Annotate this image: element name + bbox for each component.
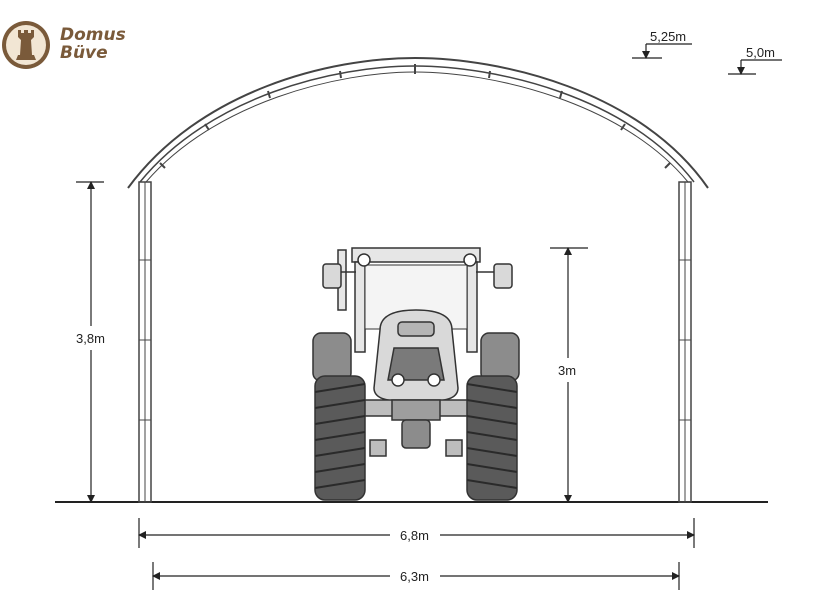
inner-width-dimension <box>152 562 680 590</box>
tractor-height-dimension <box>550 247 588 503</box>
brand-name-line1: Domus <box>60 25 126 45</box>
side-height-label: 3,8m <box>76 331 105 346</box>
hangar-column-right <box>678 181 692 503</box>
outer-width-dimension <box>138 518 695 548</box>
side-height-dimension <box>76 181 104 503</box>
ridge-height-marker <box>728 59 782 75</box>
tractor <box>312 247 520 501</box>
inner-width-label: 6,3m <box>400 569 429 584</box>
brand-name-line2: Büve <box>60 43 108 63</box>
hangar-column-left <box>138 181 152 503</box>
ridge-height-label: 5,0m <box>746 45 775 60</box>
outer-width-label: 6,8m <box>400 528 429 543</box>
brand-logo: Domus Büve <box>2 21 126 69</box>
peak-height-label: 5,25m <box>650 29 686 44</box>
hangar-roof <box>127 56 709 189</box>
peak-height-marker <box>632 43 692 59</box>
tractor-height-label: 3m <box>558 363 576 378</box>
rook-icon <box>2 21 50 69</box>
